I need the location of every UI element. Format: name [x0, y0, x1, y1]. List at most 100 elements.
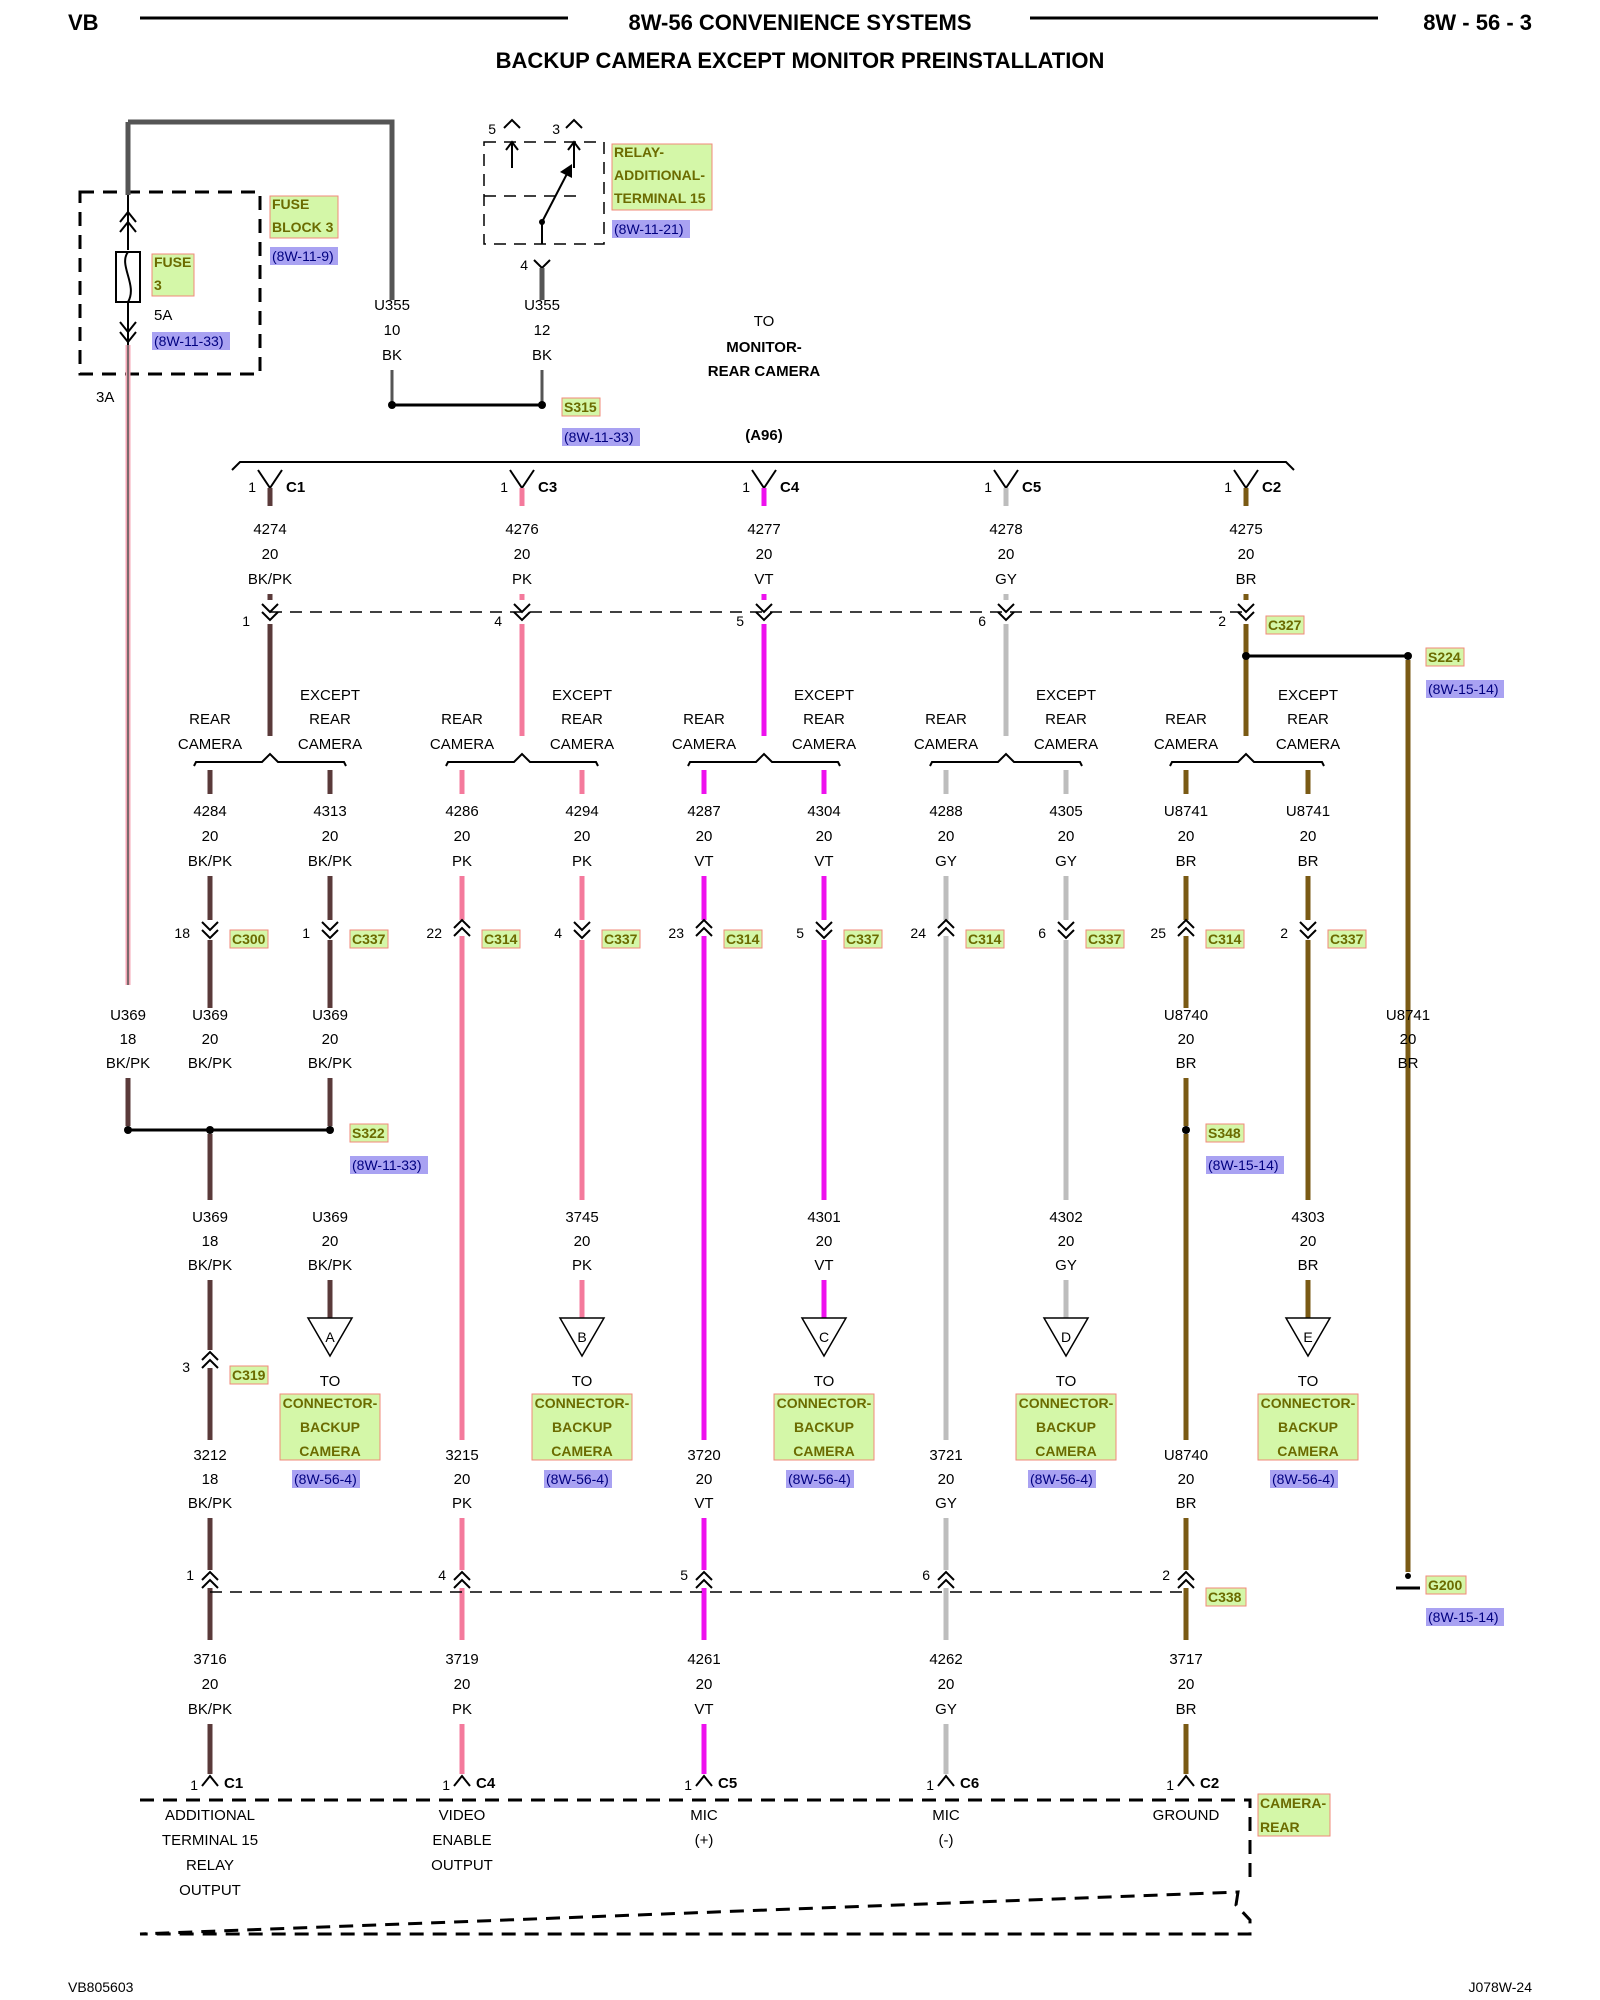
- monitor-circuit: 4278: [989, 521, 1022, 538]
- except-branch-circuit: 4304: [807, 803, 840, 820]
- svg-text:C300: C300: [232, 931, 266, 947]
- u369-right-color: BK/PK: [308, 1055, 352, 1072]
- s348-xref[interactable]: (8W-15-14): [1206, 1156, 1284, 1174]
- rear-branch-circuit: 4284: [193, 803, 226, 820]
- rear-branch-connector-tag[interactable]: C314: [723, 929, 763, 949]
- svg-text:S348: S348: [1208, 1125, 1241, 1141]
- to-monitor-line1: MONITOR-: [726, 339, 802, 356]
- svg-text:C327: C327: [1268, 617, 1302, 633]
- rear-branch-connector-tag[interactable]: C300: [229, 929, 269, 949]
- except-branch-connector-tag[interactable]: C337: [349, 929, 389, 949]
- rear-camera-option-label: CAMERA: [178, 736, 242, 753]
- except-branch-gauge: 20: [322, 828, 339, 845]
- to-connector-xref[interactable]: (8W-56-4): [544, 1470, 612, 1488]
- svg-text:(8W-15-14): (8W-15-14): [1428, 1609, 1499, 1625]
- except-branch-connector-tag[interactable]: C337: [843, 929, 883, 949]
- g200-xref[interactable]: (8W-15-14): [1426, 1608, 1504, 1626]
- camera-pin-function: (+): [695, 1832, 714, 1849]
- u355-a-color: BK: [382, 347, 402, 364]
- header-page-number: 8W - 56 - 3: [1423, 10, 1532, 35]
- to-connector-label: TO: [572, 1373, 593, 1390]
- svg-text:CONNECTOR-: CONNECTOR-: [283, 1395, 378, 1411]
- post-c338-color: BK/PK: [188, 1701, 232, 1718]
- u369-left-color: BK/PK: [106, 1055, 150, 1072]
- to-connector-label: TO: [320, 1373, 341, 1390]
- rear-branch-connector-tag[interactable]: C314: [481, 929, 521, 949]
- post-c338-circuit: 3719: [445, 1651, 478, 1668]
- to-connector-xref[interactable]: (8W-56-4): [1028, 1470, 1096, 1488]
- rear-branch-pin: 18: [174, 925, 190, 941]
- fuse-3-xref[interactable]: (8W-11-33): [152, 332, 230, 350]
- c338-tag[interactable]: C338: [1205, 1587, 1247, 1607]
- to-connector-xref[interactable]: (8W-56-4): [786, 1470, 854, 1488]
- camera-rear-tag[interactable]: CAMERA- REAR: [1257, 1793, 1331, 1837]
- pre-c338-color: BK/PK: [188, 1495, 232, 1512]
- svg-text:CAMERA: CAMERA: [1277, 1443, 1338, 1459]
- relay-xref[interactable]: (8W-11-21): [612, 220, 690, 238]
- post-c338-gauge: 20: [696, 1676, 713, 1693]
- post-c338-gauge: 20: [1178, 1676, 1195, 1693]
- off-page-connector-icon[interactable]: [1284, 1317, 1332, 1358]
- connector-wire-circuit: U369: [312, 1209, 348, 1226]
- except-branch-gauge: 20: [816, 828, 833, 845]
- fuse-block-tag[interactable]: FUSE BLOCK 3: [269, 195, 339, 239]
- svg-text:(8W-56-4): (8W-56-4): [294, 1471, 357, 1487]
- rear-branch-connector-tag[interactable]: C314: [1205, 929, 1245, 949]
- rear-branch-gauge: 20: [696, 828, 713, 845]
- post-c338-circuit: 3717: [1169, 1651, 1202, 1668]
- u369-mid-gauge: 20: [202, 1031, 219, 1048]
- rear-branch-color: VT: [694, 853, 713, 870]
- rear-branch-pin: 24: [910, 925, 926, 941]
- except-branch-connector-tag[interactable]: C337: [601, 929, 641, 949]
- svg-text:C337: C337: [352, 931, 386, 947]
- except-branch-connector-tag[interactable]: C337: [1085, 929, 1125, 949]
- s315-tag[interactable]: S315: [561, 397, 601, 417]
- u355-feed-wire: [128, 119, 395, 300]
- svg-text:BACKUP: BACKUP: [552, 1419, 612, 1435]
- monitor-cavity: C1: [286, 479, 305, 496]
- off-page-connector-icon[interactable]: [306, 1317, 354, 1358]
- except-branch-pin: 4: [554, 925, 562, 941]
- monitor-gauge: 20: [262, 546, 279, 563]
- svg-text:BACKUP: BACKUP: [1036, 1419, 1096, 1435]
- fuse-3-tag[interactable]: FUSE 3: [151, 253, 195, 297]
- svg-text:C319: C319: [232, 1367, 266, 1383]
- pre-c338-gauge: 20: [454, 1471, 471, 1488]
- off-page-connector-icon[interactable]: [558, 1317, 606, 1358]
- fuse-block-xref[interactable]: (8W-11-9): [270, 247, 338, 265]
- off-page-connector-icon[interactable]: [800, 1317, 848, 1358]
- s224-xref[interactable]: (8W-15-14): [1426, 680, 1504, 698]
- option-split: [687, 752, 841, 767]
- s322-xref[interactable]: (8W-11-33): [350, 1156, 428, 1174]
- connector-wire-gauge: 20: [1300, 1233, 1317, 1250]
- g200-tag[interactable]: G200: [1425, 1575, 1467, 1595]
- svg-text:(8W-11-33): (8W-11-33): [352, 1157, 422, 1173]
- except-branch-connector-tag[interactable]: C337: [1327, 929, 1367, 949]
- s348-tag[interactable]: S348: [1205, 1123, 1245, 1143]
- relay-tag[interactable]: RELAY- ADDITIONAL- TERMINAL 15: [611, 143, 713, 211]
- u369-lower-circuit: U369: [192, 1209, 228, 1226]
- s322-tag[interactable]: S322: [349, 1123, 389, 1143]
- post-c338-gauge: 20: [202, 1676, 219, 1693]
- u369-lower-color: BK/PK: [188, 1257, 232, 1274]
- c327-tag[interactable]: C327: [1265, 615, 1305, 635]
- relay-pin-3: 3: [552, 121, 560, 137]
- svg-text:ADDITIONAL-: ADDITIONAL-: [614, 167, 705, 183]
- a96-label: (A96): [745, 427, 783, 444]
- s224-tag[interactable]: S224: [1425, 647, 1465, 667]
- except-rear-camera-option-label: CAMERA: [1276, 736, 1340, 753]
- u355-b-gauge: 12: [534, 322, 551, 339]
- to-connector-xref[interactable]: (8W-56-4): [292, 1470, 360, 1488]
- to-connector-xref[interactable]: (8W-56-4): [1270, 1470, 1338, 1488]
- c319-tag[interactable]: C319: [229, 1365, 269, 1385]
- off-page-connector-icon[interactable]: [1042, 1317, 1090, 1358]
- u8740-color: BR: [1176, 1055, 1197, 1072]
- rear-branch-connector-tag[interactable]: C314: [965, 929, 1005, 949]
- s315-xref[interactable]: (8W-11-33): [562, 428, 640, 446]
